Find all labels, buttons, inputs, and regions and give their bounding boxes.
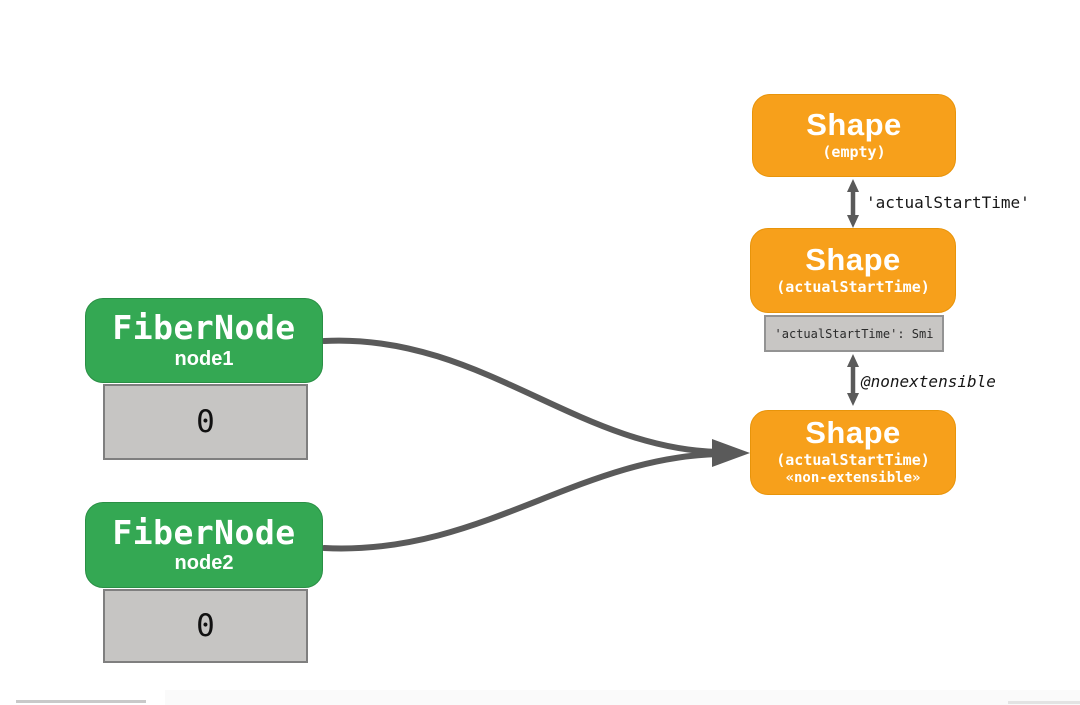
fibernode2-box: FiberNode node2 [85,502,323,588]
shape-actualstarttime-subtitle: (actualStartTime) [776,278,930,297]
pointer-arrow-node1-to-shape [321,337,721,455]
shape-nonextensible-box: Shape (actualStartTime) «non-extensible» [750,410,956,495]
shape-actualstarttime-box: Shape (actualStartTime) [750,228,956,313]
shape-actualstarttime-title: Shape [805,242,901,278]
fibernode1-box: FiberNode node1 [85,298,323,383]
shape-nonextensible-subtitle1: (actualStartTime) [776,451,930,470]
shape-empty-box: Shape (empty) [752,94,956,177]
fibernode2-slot-value: 0 [196,608,215,644]
transition-arrow-2-head-up-icon [847,354,859,367]
transition-label-actualstarttime: 'actualStartTime' [866,193,1030,212]
pointer-arrow-node2-to-shape [321,451,721,552]
fibernode1-slot: 0 [103,384,308,460]
fibernode1-title: FiberNode [112,308,296,348]
bottom-cutoff-strip [165,690,1080,705]
transition-arrow-2-head-down-icon [847,393,859,406]
shape-empty-title: Shape [806,107,902,143]
shape-attr-strip: 'actualStartTime': Smi [764,315,944,352]
bottom-cutoff-edge-right [1008,701,1080,704]
transition-arrow-1-head-up-icon [847,179,859,192]
shape-nonextensible-subtitle2: «non-extensible» [785,470,921,487]
shape-nonextensible-title: Shape [805,415,901,451]
fibernode1-slot-value: 0 [196,404,215,440]
shape-empty-subtitle: (empty) [822,143,886,162]
fibernode2-title: FiberNode [112,512,296,552]
fibernode1-subtitle: node1 [174,347,234,370]
fibernode2-slot: 0 [103,589,308,663]
bottom-cutoff-edge-left [16,700,146,703]
pointer-arrowhead-icon [712,439,750,467]
transition-arrow-1-head-down-icon [847,215,859,228]
transition-label-nonextensible: @nonextensible [861,372,996,391]
fibernode2-subtitle: node2 [174,552,234,575]
shape-attr-text: 'actualStartTime': Smi [774,326,934,341]
